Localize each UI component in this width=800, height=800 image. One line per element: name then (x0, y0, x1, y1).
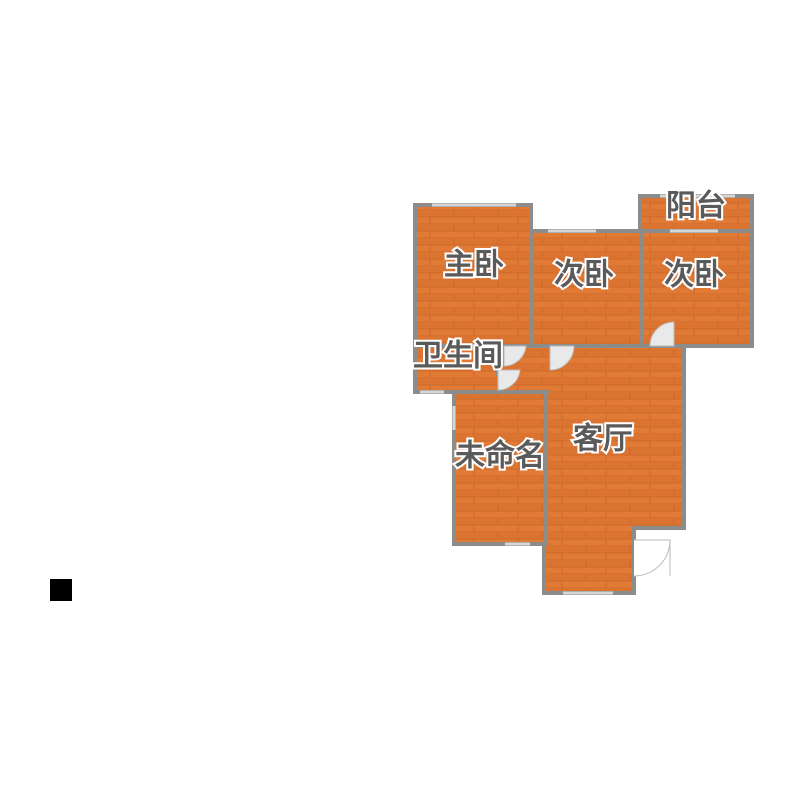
wall-unnamed-room (452, 390, 548, 546)
floor-balcony (642, 198, 750, 229)
black-square-marker (50, 579, 72, 601)
floor-bathroom (417, 347, 497, 391)
label-second-bedroom-right: 次卧 (664, 258, 724, 293)
floors (417, 198, 750, 591)
label-unnamed-room: 未命名 (455, 439, 545, 474)
floor-second-bedroom-left (532, 233, 640, 345)
doors (497, 321, 675, 577)
door-bathroom (497, 369, 521, 391)
door-second-right (649, 321, 675, 347)
floor-living-room (497, 347, 682, 591)
label-master-bedroom: 主卧 (444, 248, 504, 283)
door-master-bath (503, 345, 527, 367)
label-bathroom: 卫生间 (413, 339, 503, 374)
floor-master-bedroom (417, 207, 530, 345)
label-second-bedroom-left: 次卧 (554, 258, 614, 293)
door-second-left (549, 345, 575, 371)
door-entrance (633, 539, 671, 577)
floor-unnamed-room (456, 394, 544, 542)
room-labels: 主卧 次卧 次卧 阳台 卫生间 未命名 客厅 (411, 187, 728, 476)
label-balcony: 阳台 (666, 189, 726, 224)
windows (420, 194, 735, 595)
label-living-room: 客厅 (573, 422, 633, 457)
